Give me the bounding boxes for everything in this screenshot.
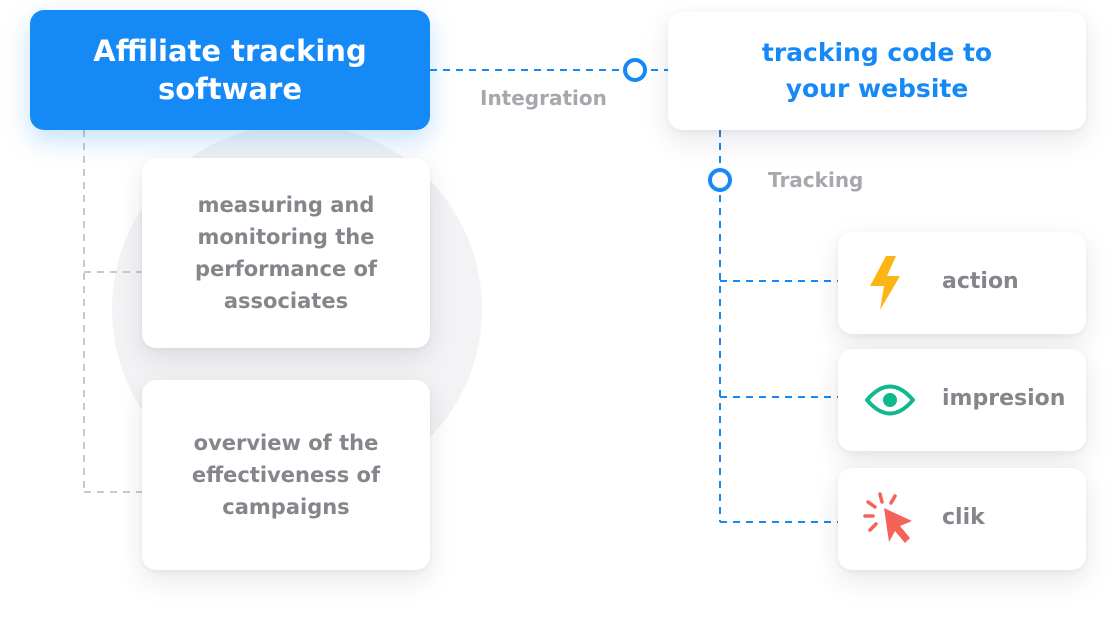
tracking-label: Tracking xyxy=(768,168,864,192)
tracking-item-label: action xyxy=(942,269,1019,294)
lightning-icon xyxy=(870,256,900,310)
feature-card-overview: overview of the effectiveness of campaig… xyxy=(142,380,430,570)
affiliate-software-box: Affiliate tracking software xyxy=(30,10,430,130)
tracking-node xyxy=(708,168,732,192)
tracking-item-action: action xyxy=(838,232,1086,334)
eye-icon xyxy=(865,384,915,416)
cursor-click-icon xyxy=(863,492,912,543)
feature-text: measuring and monitoring the performance… xyxy=(194,193,378,313)
integration-node xyxy=(623,58,647,82)
tracking-code-title: tracking code to your website xyxy=(761,38,993,103)
integration-label: Integration xyxy=(480,86,607,110)
tracking-item-label: clik xyxy=(942,505,985,530)
tracking-item-click: clik xyxy=(838,468,1086,570)
tracking-item-impression: impresion xyxy=(838,349,1086,451)
tracking-item-label: impresion xyxy=(942,386,1066,411)
feature-card-monitoring: measuring and monitoring the performance… xyxy=(142,158,430,348)
affiliate-software-title: Affiliate tracking software xyxy=(93,34,367,106)
feature-text: overview of the effectiveness of campaig… xyxy=(191,431,381,519)
tracking-code-box: tracking code to your website xyxy=(668,12,1086,130)
